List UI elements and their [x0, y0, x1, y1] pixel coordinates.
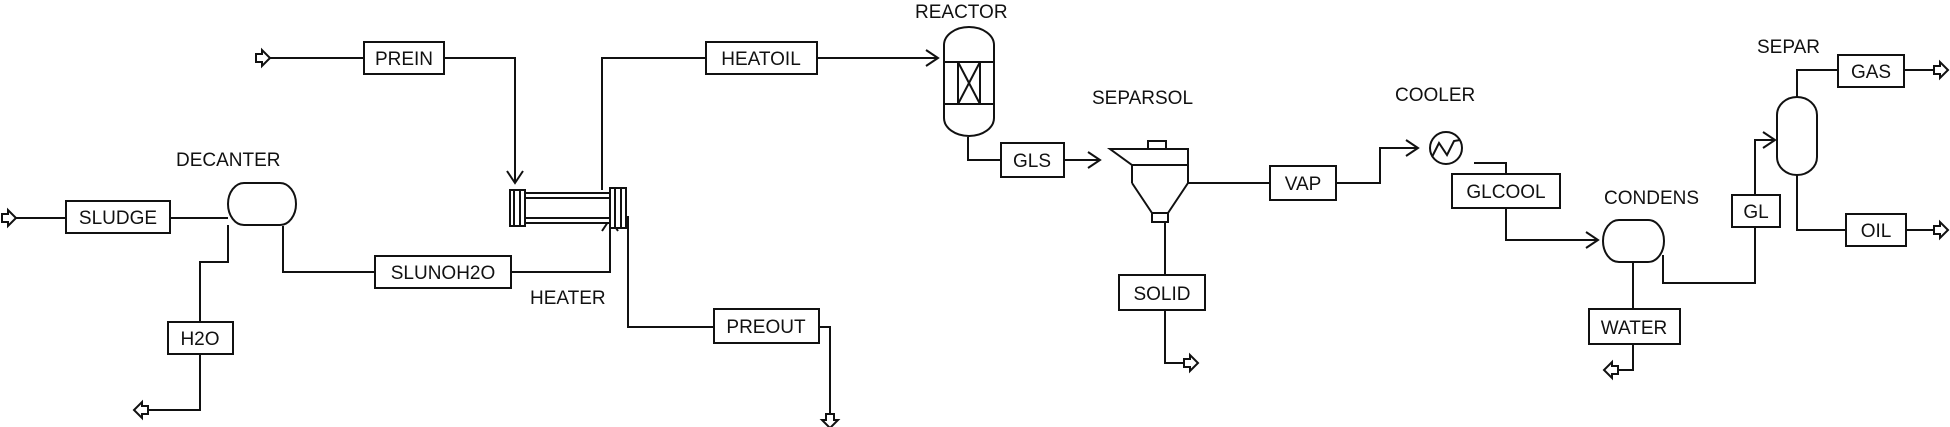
product-arrow-water [1602, 359, 1619, 381]
stream-tag-solid[interactable]: SOLID [1118, 274, 1206, 311]
arrow-heatoil-into-reactor [925, 49, 940, 67]
block-label-reactor: REACTOR [915, 2, 1008, 23]
stream-line-solid[interactable] [1164, 222, 1190, 364]
stream-tag-oil-label: OIL [1861, 221, 1892, 242]
block-label-separ: SEPAR [1757, 37, 1820, 58]
cooler-heat-exchanger[interactable] [1429, 131, 1463, 165]
stream-tag-solid-label: SOLID [1133, 284, 1190, 305]
stream-tag-heatoil[interactable]: HEATOIL [705, 41, 818, 75]
stream-tag-vap[interactable]: VAP [1269, 165, 1337, 201]
stream-tag-h2o[interactable]: H2O [167, 321, 234, 355]
stream-line-h2o[interactable] [140, 225, 229, 411]
arrow-vap-into-cooler [1405, 139, 1420, 157]
stream-tag-gls-label: GLS [1013, 151, 1051, 172]
separsol-cyclone[interactable] [1106, 140, 1189, 223]
block-label-decanter: DECANTER [176, 150, 281, 171]
block-label-heater: HEATER [530, 288, 606, 309]
product-arrow-solid [1183, 352, 1200, 374]
reactor-vessel[interactable] [943, 26, 995, 137]
condens-vessel[interactable] [1602, 219, 1665, 263]
stream-tag-preout[interactable]: PREOUT [713, 308, 820, 344]
stream-tag-gls[interactable]: GLS [1000, 142, 1065, 178]
stream-tag-gl-label: GL [1743, 202, 1768, 223]
feed-arrow-prein [255, 47, 272, 69]
stream-tag-sludge[interactable]: SLUDGE [65, 200, 171, 234]
stream-tag-slunoh2o-label: SLUNOH2O [391, 263, 496, 284]
arrow-gl-into-separ [1762, 131, 1777, 149]
stream-tag-preout-label: PREOUT [726, 317, 806, 338]
stream-tag-water-label: WATER [1601, 318, 1668, 339]
product-arrow-preout [819, 413, 841, 427]
stream-tag-slunoh2o[interactable]: SLUNOH2O [374, 255, 512, 289]
stream-tag-gl[interactable]: GL [1731, 194, 1781, 228]
arrow-glcool-into-condens [1585, 231, 1600, 249]
stream-line-heatoil[interactable] [601, 57, 938, 190]
product-arrow-oil [1933, 219, 1950, 241]
stream-tag-glcool[interactable]: GLCOOL [1451, 173, 1561, 209]
stream-tag-gas[interactable]: GAS [1837, 54, 1905, 88]
stream-tag-water[interactable]: WATER [1588, 308, 1681, 345]
stream-line-prein[interactable] [262, 57, 516, 183]
product-arrow-gas [1933, 59, 1950, 81]
block-label-separsol: SEPARSOL [1092, 88, 1193, 109]
stream-tag-prein[interactable]: PREIN [363, 41, 445, 75]
stream-tag-sludge-label: SLUDGE [79, 208, 157, 229]
block-label-cooler: COOLER [1395, 85, 1475, 106]
feed-arrow-sludge [1, 207, 18, 229]
stream-labels: SLUDGE H2O SLUNOH2O PREIN HEATOIL PREOUT… [65, 41, 1907, 355]
arrow-gls-into-separsol [1087, 151, 1102, 169]
separ-vessel[interactable] [1776, 96, 1818, 176]
stream-tag-gas-label: GAS [1851, 62, 1891, 83]
arrowheads [1, 47, 1950, 427]
stream-tag-heatoil-label: HEATOIL [721, 49, 801, 70]
product-arrow-h2o [132, 399, 149, 421]
decanter-vessel[interactable] [227, 182, 297, 226]
heater-exchanger[interactable] [509, 187, 627, 229]
stream-tag-prein-label: PREIN [375, 49, 433, 70]
stream-line-gl[interactable] [1662, 139, 1775, 284]
stream-tag-glcool-label: GLCOOL [1466, 182, 1545, 203]
stream-tag-oil[interactable]: OIL [1845, 213, 1907, 247]
arrow-prein-into-heater [506, 170, 524, 185]
stream-tag-vap-label: VAP [1285, 174, 1322, 195]
block-labels: DECANTER HEATER REACTOR SEPARSOL COOLER … [176, 2, 1820, 309]
stream-tag-h2o-label: H2O [180, 329, 219, 350]
block-label-condens: CONDENS [1604, 188, 1699, 209]
